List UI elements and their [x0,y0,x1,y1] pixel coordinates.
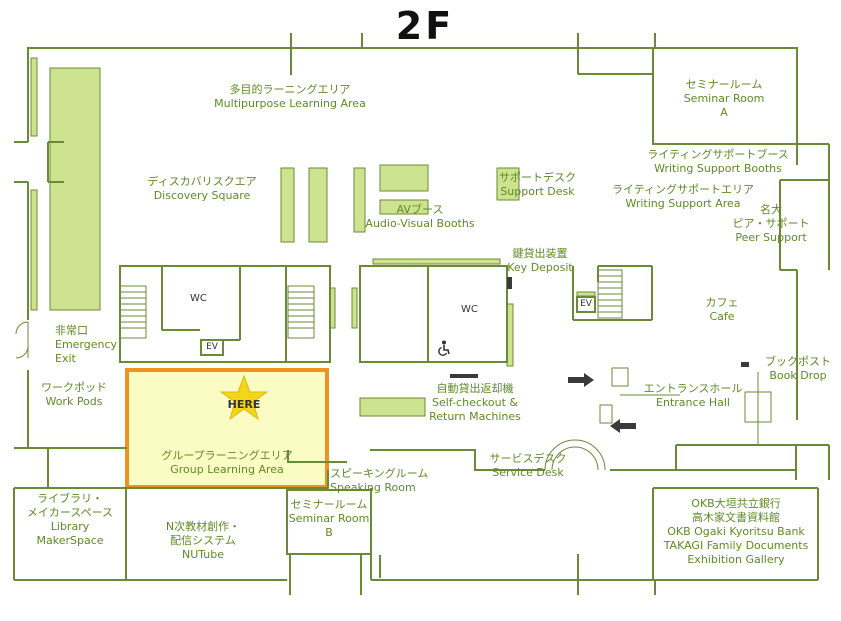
wc-center-label: WC [461,304,478,315]
support-desk-counter [496,167,520,201]
self-checkout-marker [450,374,478,378]
ev-right-label: EV [580,299,592,309]
wheelchair-icon [438,340,450,356]
furniture [30,57,596,417]
ev-left-label: EV [206,342,218,352]
book-drop-marker [741,362,749,367]
star-icon [220,375,268,421]
shelf-discovery-2 [308,167,328,243]
shelf-stair-east [351,287,358,329]
walls [13,33,830,595]
shelf-discovery-3 [353,167,366,233]
self-checkout-counter [359,397,426,417]
floor-label: 2F [395,4,455,48]
entrance-fixtures [544,367,772,471]
shelf-ev [576,291,596,297]
key-deposit-marker [507,277,512,289]
shelf-discovery-1 [280,167,295,243]
large-shelf-west [49,67,101,311]
here-label: HERE [227,398,261,411]
stairs [119,269,623,339]
key-deposit-bar [372,258,501,265]
emergency-exit-doors [15,321,29,359]
entrance-arrows [450,277,749,433]
shelf-west-2 [30,189,38,311]
wc-left-label: WC [190,293,207,304]
av-booth-1 [379,164,429,192]
here-highlight [125,368,329,489]
av-booth-2 [379,199,429,215]
shelf-west-1 [30,57,38,137]
